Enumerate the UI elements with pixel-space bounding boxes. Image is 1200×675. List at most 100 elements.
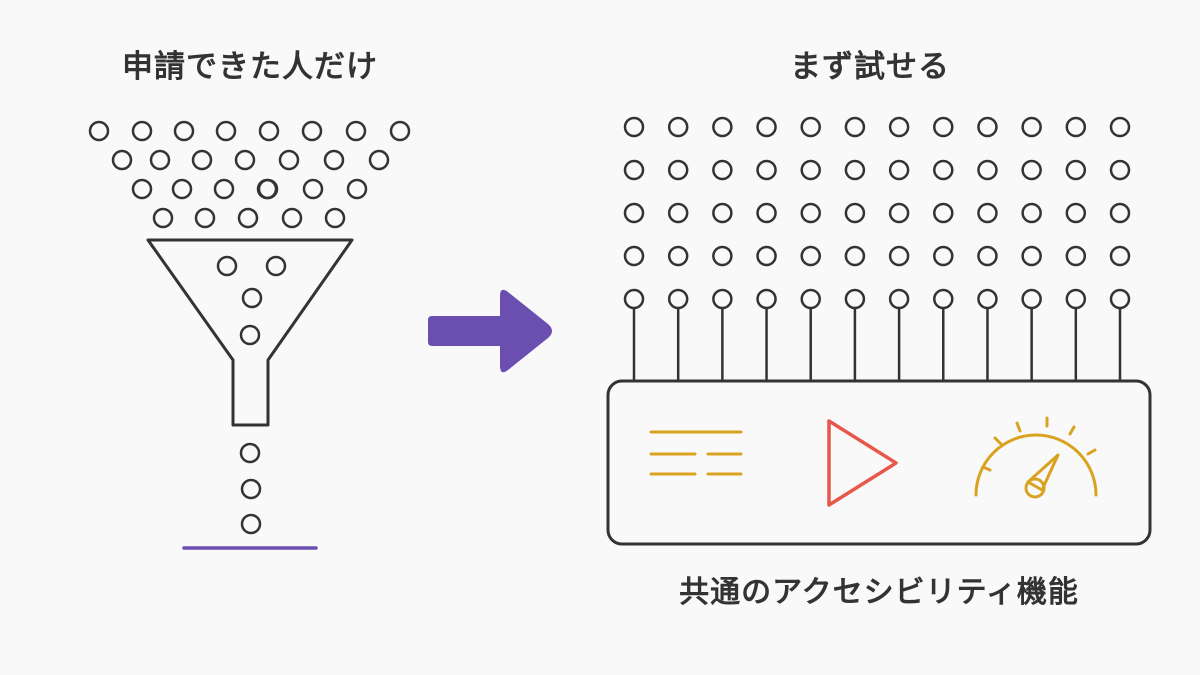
- dot: [977, 245, 998, 267]
- dot: [977, 116, 998, 138]
- dot: [301, 120, 323, 142]
- dot: [756, 202, 777, 224]
- dots-above-funnel: [88, 120, 411, 229]
- dot: [131, 178, 153, 200]
- dot: [623, 116, 645, 138]
- dot: [152, 207, 174, 229]
- dots-below-funnel: [239, 442, 262, 535]
- dot: [1109, 245, 1131, 267]
- dot: [1109, 288, 1131, 310]
- dot: [800, 202, 821, 224]
- dot: [240, 513, 262, 535]
- dot: [1109, 116, 1131, 138]
- dot: [977, 202, 998, 224]
- dot: [756, 116, 777, 138]
- dot: [1021, 288, 1042, 310]
- dot: [844, 245, 866, 267]
- dot: [1021, 202, 1042, 224]
- dot: [239, 442, 261, 464]
- dot: [1065, 159, 1087, 181]
- dot: [302, 178, 324, 200]
- dot: [237, 207, 259, 229]
- dot: [667, 245, 689, 267]
- dot: [844, 116, 866, 138]
- text-lines-icon: [649, 430, 743, 476]
- arrow-right-icon: [428, 289, 552, 373]
- dot: [1021, 159, 1042, 181]
- dot: [215, 120, 237, 142]
- dot: [216, 255, 238, 277]
- dot: [712, 202, 733, 224]
- dot: [667, 116, 689, 138]
- dot: [131, 120, 153, 142]
- dot: [241, 287, 263, 309]
- dot: [667, 159, 689, 181]
- dot: [756, 159, 777, 181]
- dot: [800, 288, 821, 310]
- funnel-icon: [146, 238, 354, 427]
- dot: [171, 178, 193, 200]
- dot: [281, 207, 303, 229]
- dot: [278, 149, 300, 171]
- dot: [389, 120, 411, 142]
- dot: [1065, 245, 1087, 267]
- dot: [1021, 116, 1042, 138]
- dot: [800, 245, 821, 267]
- dot: [623, 288, 645, 310]
- dot: [977, 288, 998, 310]
- dot: [756, 245, 777, 267]
- play-icon: [827, 419, 898, 507]
- dot-grid: [623, 116, 1131, 310]
- dot: [345, 120, 367, 142]
- dot: [323, 149, 345, 171]
- dot: [888, 288, 910, 310]
- connector-lines: [632, 308, 1122, 381]
- dot: [623, 202, 645, 224]
- dot: [933, 202, 954, 224]
- dot: [667, 202, 689, 224]
- dot: [111, 149, 133, 171]
- dot: [933, 116, 954, 138]
- dot: [191, 149, 213, 171]
- dot: [888, 245, 910, 267]
- dot: [173, 120, 195, 142]
- dot: [258, 120, 280, 142]
- dot: [800, 116, 821, 138]
- dot: [844, 288, 866, 310]
- dot: [265, 255, 287, 277]
- dot: [88, 120, 110, 142]
- dot: [257, 178, 279, 200]
- dot: [1021, 245, 1042, 267]
- dot: [324, 207, 346, 229]
- dot: [1065, 288, 1087, 310]
- gauge-icon: [974, 416, 1098, 499]
- dot: [1065, 116, 1087, 138]
- left-title: 申請できた人だけ: [122, 49, 378, 85]
- dot: [756, 288, 777, 310]
- dot: [888, 159, 910, 181]
- dot: [977, 159, 998, 181]
- dot: [667, 288, 689, 310]
- dot: [368, 149, 390, 171]
- dot: [234, 149, 256, 171]
- feature-panel: [606, 379, 1152, 546]
- dot: [194, 207, 216, 229]
- dot: [623, 159, 645, 181]
- dot: [1065, 202, 1087, 224]
- dot: [149, 149, 171, 171]
- dot: [239, 324, 261, 346]
- dot: [888, 202, 910, 224]
- dot: [213, 178, 235, 200]
- dot: [1109, 202, 1131, 224]
- feature-panel-caption: 共通のアクセシビリティ機能: [679, 575, 1079, 610]
- dot: [800, 159, 821, 181]
- dot: [844, 159, 866, 181]
- dot: [933, 159, 954, 181]
- dot: [712, 116, 733, 138]
- dot: [240, 478, 262, 500]
- dot: [712, 245, 733, 267]
- dot: [933, 288, 954, 310]
- dot: [346, 178, 368, 200]
- right-title: まず試せる: [790, 49, 950, 85]
